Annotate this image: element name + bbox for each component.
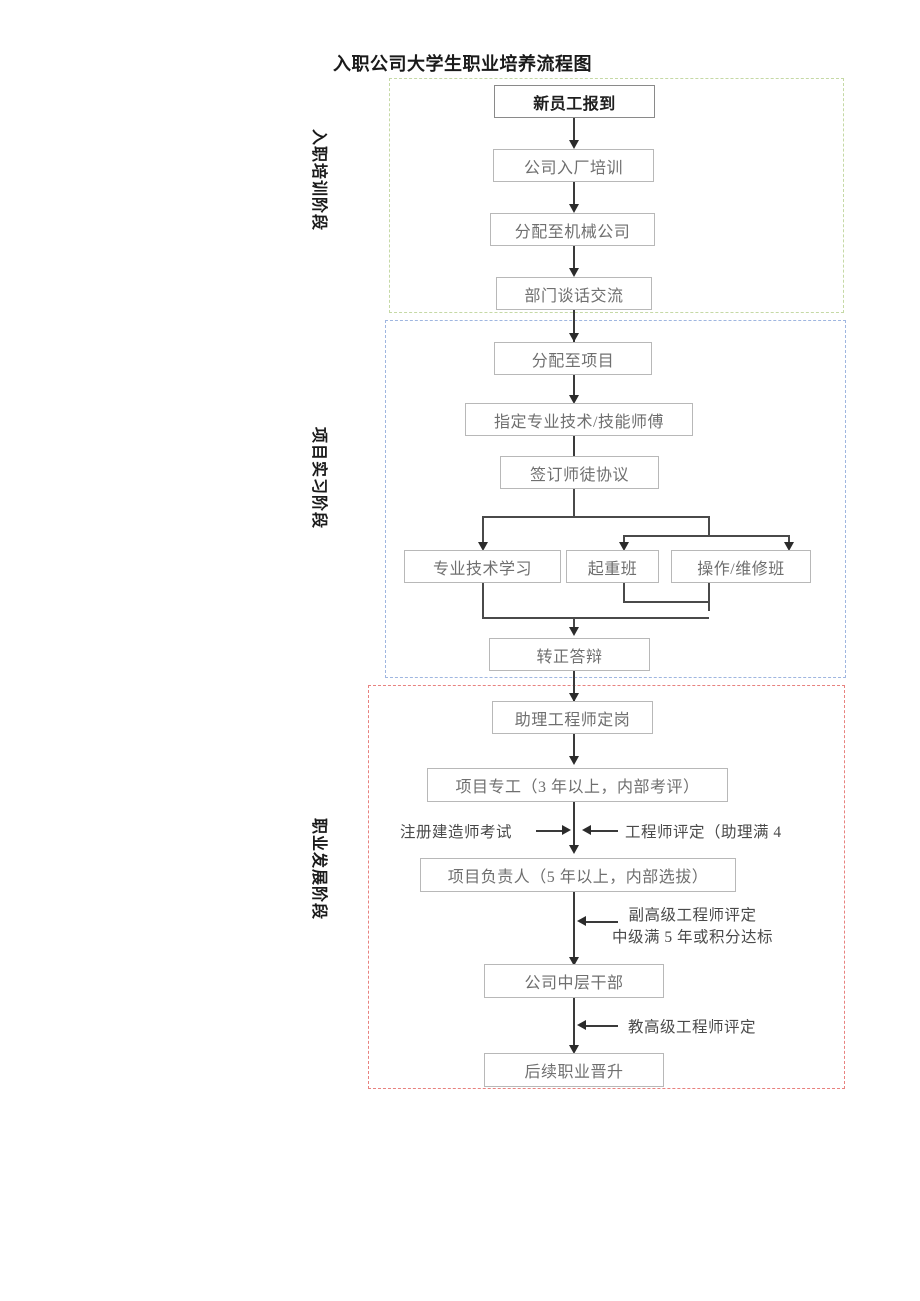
connector-n2-n3 (573, 182, 575, 207)
phase-boundary-project-internship (385, 320, 846, 678)
connector-n12-n13 (573, 734, 575, 759)
node-new-employee-report[interactable]: 新员工报到 (494, 85, 655, 118)
arrowhead-n5-n6 (569, 395, 579, 404)
connector-n7-bus (573, 489, 575, 517)
merge-from-a (482, 583, 484, 618)
phase-label-onboarding: 入职培训阶段 (310, 129, 329, 232)
arrowhead-branch-a (478, 542, 488, 551)
connector-n13-n14 (573, 802, 575, 852)
arrowhead-professor-eval-to-spine (577, 1020, 586, 1030)
node-assign-to-machinery-company[interactable]: 分配至机械公司 (490, 213, 655, 246)
arrowhead-n4-n5 (569, 333, 579, 342)
arrowhead-n12-n13 (569, 756, 579, 765)
annotation-professor-engineer-evaluation: 教高级工程师评定 (628, 1019, 757, 1036)
arrowhead-n15-n16 (569, 1045, 579, 1054)
node-operation-maintenance-class[interactable]: 操作/维修班 (671, 550, 811, 583)
node-project-specialist[interactable]: 项目专工（3 年以上，内部考评） (427, 768, 728, 802)
merge-drop-to-n11 (573, 617, 575, 631)
node-probation-defense[interactable]: 转正答辩 (489, 638, 650, 671)
connector-professor-eval-to-spine (586, 1025, 618, 1027)
connector-n1-n2 (573, 118, 575, 143)
connector-n15-n16 (573, 998, 575, 1052)
node-sign-mentorship-agreement[interactable]: 签订师徒协议 (500, 456, 659, 489)
connector-branch-bus-drop (708, 516, 710, 536)
node-company-middle-management[interactable]: 公司中层干部 (484, 964, 664, 998)
connector-split-bus-lower (623, 535, 789, 537)
phase-label-project-internship: 项目实习阶段 (310, 427, 329, 530)
connector-n3-n4 (573, 246, 575, 271)
phase-label-career-development: 职业发展阶段 (310, 818, 329, 921)
page-title: 入职公司大学生职业培养流程图 (333, 54, 592, 75)
phase-boundary-career-development (368, 685, 845, 1089)
connector-engineer-eval-to-spine (591, 830, 618, 832)
arrowhead-merge-n11 (569, 627, 579, 636)
annotation-senior-eval-line-2: 中级满 5 年或积分达标 (612, 929, 774, 946)
arrowhead-branch-b (619, 542, 629, 551)
connector-branch-c (788, 535, 790, 547)
merge-bus-bc (623, 601, 709, 603)
node-project-manager[interactable]: 项目负责人（5 年以上，内部选拔） (420, 858, 736, 892)
connector-n5-n6 (573, 375, 575, 398)
arrowhead-n3-n4 (569, 268, 579, 277)
arrowhead-n14-n15 (569, 957, 579, 966)
node-subsequent-career-promotion[interactable]: 后续职业晋升 (484, 1053, 664, 1087)
arrowhead-senior-eval-to-spine (577, 916, 586, 926)
phase-boundary-onboarding (389, 78, 844, 313)
connector-split-bus-upper (482, 516, 709, 518)
connector-branch-a (482, 516, 484, 547)
arrowhead-exam-to-spine (562, 825, 571, 835)
arrowhead-n1-n2 (569, 140, 579, 149)
connector-n14-n15 (573, 892, 575, 964)
connector-n11-n12 (573, 671, 575, 702)
node-professional-tech-study[interactable]: 专业技术学习 (404, 550, 561, 583)
arrowhead-n11-n12 (569, 693, 579, 702)
node-company-induction-training[interactable]: 公司入厂培训 (493, 149, 654, 182)
connector-n4-n5 (573, 310, 575, 342)
arrowhead-engineer-eval-to-spine (582, 825, 591, 835)
connector-exam-to-spine (536, 830, 563, 832)
annotation-senior-engineer-evaluation: 副高级工程师评定 中级满 5 年或积分达标 (612, 903, 773, 947)
merge-from-b (623, 583, 625, 602)
node-assign-mentor[interactable]: 指定专业技术/技能师傅 (465, 403, 693, 436)
connector-n6-n7 (573, 436, 575, 459)
node-assign-to-project[interactable]: 分配至项目 (494, 342, 652, 375)
arrowhead-branch-c (784, 542, 794, 551)
node-department-interview[interactable]: 部门谈话交流 (496, 277, 652, 310)
arrowhead-n13-n14 (569, 845, 579, 854)
connector-senior-eval-to-spine (586, 921, 618, 923)
connector-branch-b (623, 535, 625, 547)
merge-bus-main (482, 617, 709, 619)
arrowhead-n2-n3 (569, 204, 579, 213)
annotation-engineer-evaluation: 工程师评定（助理满 4 (625, 824, 782, 841)
node-crane-class[interactable]: 起重班 (566, 550, 659, 583)
node-assistant-engineer-posting[interactable]: 助理工程师定岗 (492, 701, 653, 734)
merge-from-c (708, 583, 710, 611)
annotation-senior-eval-line-1: 副高级工程师评定 (628, 907, 757, 924)
annotation-constructor-exam: 注册建造师考试 (400, 824, 513, 841)
